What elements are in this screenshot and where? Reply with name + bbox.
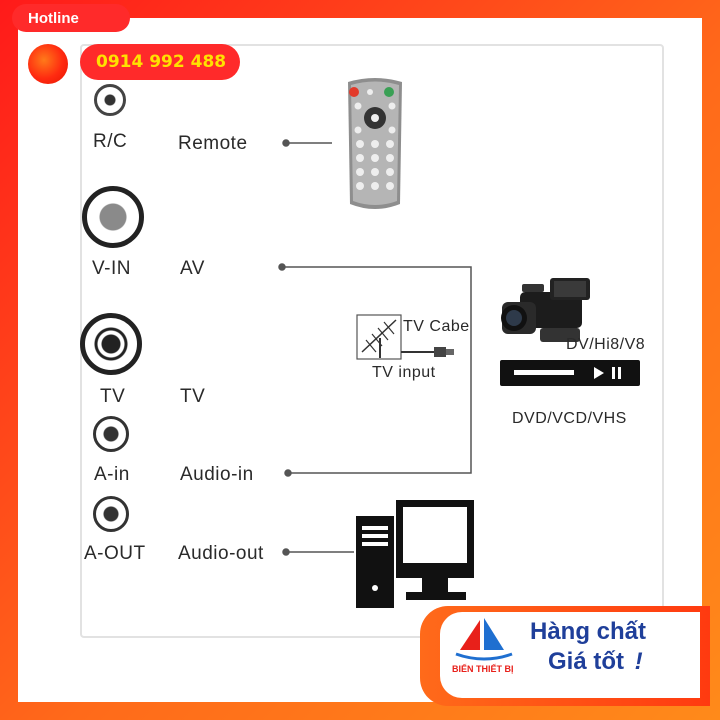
a-out-port (93, 496, 129, 532)
a-in-code-label: A-in (94, 464, 130, 485)
v-in-code-label: V-IN (92, 258, 131, 279)
promo-panel (440, 612, 700, 698)
a-out-code-label: A-OUT (84, 543, 146, 564)
sailboat-logo-icon (455, 618, 513, 661)
brand-name: BIẾN THIẾT BỊ (452, 664, 514, 674)
remote-control-icon (348, 78, 402, 209)
v-in-port (82, 186, 144, 248)
tv-input-label: TV input (372, 364, 436, 381)
rc-name-label: Remote (178, 133, 248, 154)
promo-line-2-text: Giá tốt (548, 648, 624, 675)
rc-port (94, 84, 126, 116)
computer-icon (356, 500, 474, 608)
promo-line-1: Hàng chất (530, 618, 647, 645)
tv-code-label: TV (100, 386, 126, 407)
tv-name-label: TV (180, 386, 206, 407)
player-format-label: DVD/VCD/VHS (512, 410, 627, 427)
camcorder-icon (501, 278, 590, 342)
phone-number-badge[interactable]: 0914 992 488 (80, 44, 240, 80)
hotline-badge[interactable]: Hotline (12, 4, 130, 32)
audio-out-name-label: Audio-out (178, 543, 264, 564)
promo-exclaim: ! (634, 648, 643, 675)
tv-cabe-label: TV Cabe (403, 318, 470, 335)
audio-in-name-label: Audio-in (180, 464, 254, 485)
antenna-icon (356, 314, 454, 360)
dvd-player-icon (500, 360, 640, 386)
av-name-label: AV (180, 258, 205, 279)
tv-port (80, 313, 142, 375)
rc-code-label: R/C (93, 131, 128, 152)
promo-line-2: Giá tốt ! (548, 648, 643, 676)
camera-format-label: DV/Hi8/V8 (566, 336, 646, 353)
a-in-port (93, 416, 129, 452)
phone-dot-icon (28, 44, 68, 84)
